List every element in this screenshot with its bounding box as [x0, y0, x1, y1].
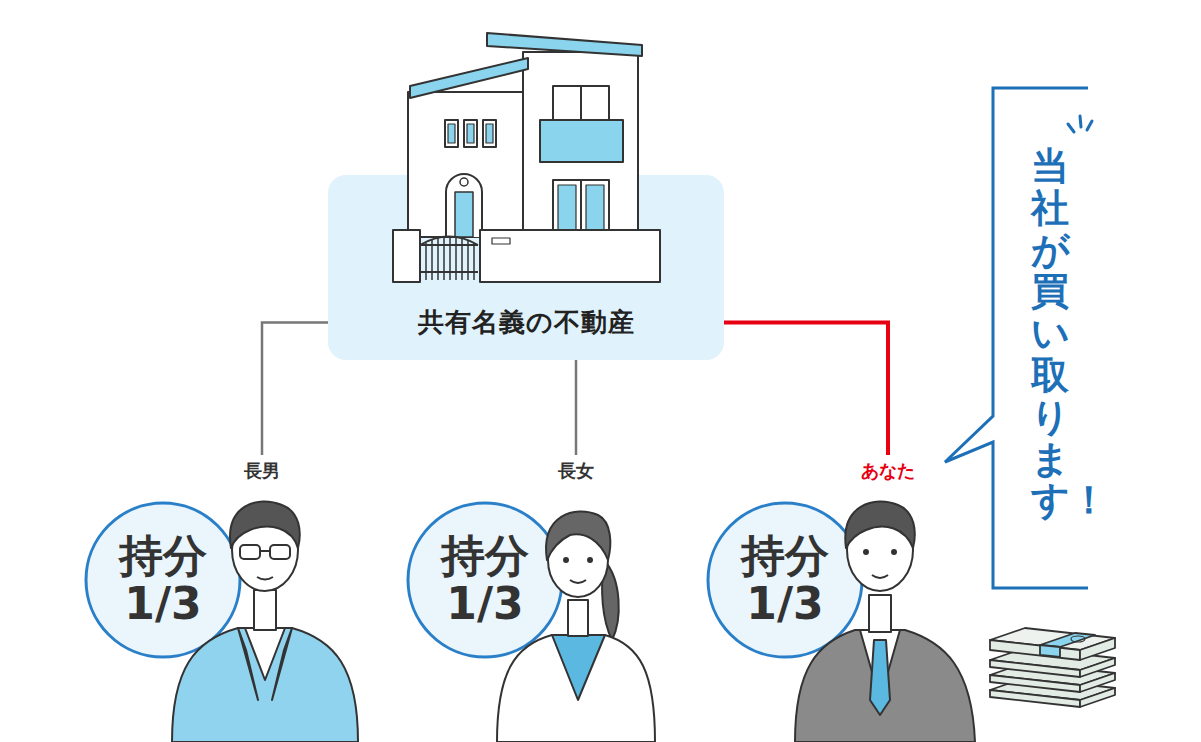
share-text: 持分 1/3 [734, 532, 835, 629]
money-stack [990, 628, 1115, 707]
share-circle: あなた持分 1/3 [707, 455, 917, 665]
circle-shape [408, 503, 562, 657]
property-panel: 共有名義の不動産 [328, 175, 724, 360]
share-circle: 長男持分 1/3 [85, 455, 295, 665]
share-text: 持分 1/3 [112, 532, 213, 629]
callout-bubble: 当社が買い取ります！ [940, 86, 1090, 591]
owner-label: 長男 [244, 459, 280, 483]
callout-text: 当社が買い取ります！ [1031, 146, 1069, 522]
circle-shape [86, 503, 240, 657]
owner-label: あなた [861, 459, 915, 483]
panel-label: 共有名義の不動産 [418, 305, 635, 340]
bubble-shape [945, 88, 1088, 588]
circle-shape [708, 503, 862, 657]
sparkle-marks [1068, 116, 1092, 132]
share-text: 持分 1/3 [434, 532, 535, 629]
connector-line [575, 360, 578, 455]
connector-line [724, 323, 888, 456]
owner-label: 長女 [558, 459, 594, 483]
person-eldest-son [172, 501, 358, 742]
connector-line [262, 323, 328, 456]
person-you [795, 501, 975, 742]
person-eldest-daughter [497, 511, 655, 742]
share-circle: 長女持分 1/3 [407, 455, 617, 665]
house-illustration [393, 33, 660, 282]
